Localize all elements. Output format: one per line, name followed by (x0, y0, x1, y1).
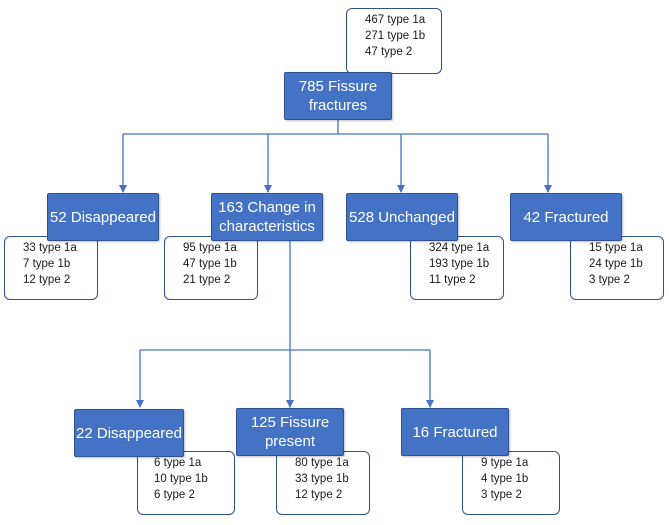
node-label: 42 Fractured (523, 208, 609, 226)
breakdown-line: 21 type 2 (183, 274, 231, 286)
node-fissure-fractures: 785 Fissure fractures (284, 72, 392, 120)
breakdown-line: 271 type 1b (365, 30, 426, 42)
breakdown-line: 12 type 2 (23, 274, 71, 286)
node-label: 125 Fissure present (250, 414, 330, 450)
breakdown-line: 15 type 1a (589, 242, 643, 254)
breakdown-line: 193 type 1b (429, 258, 490, 270)
breakdown-line: 11 type 2 (429, 274, 476, 286)
breakdown-box-change: 95 type 1a 47 type 1b 21 type 2 (164, 236, 258, 300)
breakdown-box-fractured: 15 type 1a 24 type 1b 3 type 2 (570, 236, 664, 300)
breakdown-line: 3 type 2 (589, 274, 630, 286)
breakdown-line: 6 type 1a (154, 457, 202, 469)
breakdown-line: 95 type 1a (183, 242, 237, 254)
breakdown-line: 467 type 1a (365, 14, 426, 26)
breakdown-line: 324 type 1a (429, 242, 490, 254)
breakdown-box-sub-disappeared: 6 type 1a 10 type 1b 6 type 2 (137, 451, 235, 515)
breakdown-line: 33 type 1a (23, 242, 77, 254)
breakdown-line: 33 type 1b (295, 473, 349, 485)
breakdown-line: 4 type 1b (481, 473, 529, 485)
breakdown-line: 3 type 2 (481, 489, 522, 501)
breakdown-line: 80 type 1a (295, 457, 349, 469)
breakdown-box-sub-fractured: 9 type 1a 4 type 1b 3 type 2 (462, 451, 560, 515)
breakdown-box-unchanged: 324 type 1a 193 type 1b 11 type 2 (410, 236, 504, 300)
node-sub-disappeared: 22 Disappeared (74, 409, 184, 457)
node-label: 16 Fractured (412, 423, 498, 441)
breakdown-box-fissure-present: 80 type 1a 33 type 1b 12 type 2 (276, 451, 370, 515)
breakdown-line: 24 type 1b (589, 258, 643, 270)
node-fissure-present: 125 Fissure present (236, 408, 344, 456)
node-label: 52 Disappeared (50, 208, 156, 226)
node-unchanged: 528 Unchanged (346, 193, 458, 241)
node-sub-fractured: 16 Fractured (401, 408, 509, 456)
breakdown-line: 47 type 1b (183, 258, 237, 270)
breakdown-line: 9 type 1a (481, 457, 529, 469)
node-label: 163 Change in characteristics (218, 199, 316, 235)
node-label: 785 Fissure fractures (298, 78, 378, 114)
breakdown-box-disappeared: 33 type 1a 7 type 1b 12 type 2 (4, 236, 98, 300)
node-label: 528 Unchanged (349, 208, 455, 226)
breakdown-line: 7 type 1b (23, 258, 71, 270)
node-change-in-characteristics: 163 Change in characteristics (211, 193, 323, 241)
root-breakdown-box: 467 type 1a 271 type 1b 47 type 2 (346, 8, 442, 74)
breakdown-line: 10 type 1b (154, 473, 208, 485)
breakdown-line: 6 type 2 (154, 489, 195, 501)
node-fractured: 42 Fractured (510, 193, 622, 241)
breakdown-line: 12 type 2 (295, 489, 343, 501)
node-label: 22 Disappeared (76, 424, 182, 442)
node-disappeared: 52 Disappeared (47, 193, 159, 241)
breakdown-line: 47 type 2 (365, 46, 413, 58)
